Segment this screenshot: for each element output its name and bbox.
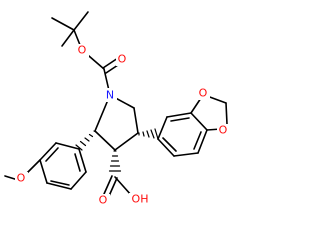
chemical-structure: N O O O O OH O O xyxy=(4,11,230,207)
dioxole-ring xyxy=(190,95,228,131)
atom-o-ester: O xyxy=(76,44,89,57)
atom-label-o-carbonyl: O xyxy=(118,53,127,66)
bond-c-o-double-a xyxy=(102,57,119,69)
atom-o-methoxy: O xyxy=(15,172,28,185)
stereo-hash-c2-aryl xyxy=(75,130,97,151)
pyrrolidine-ring xyxy=(94,94,139,151)
bond-tbu-methyl-3 xyxy=(61,29,75,47)
bond-tbu-methyl-2 xyxy=(73,11,89,31)
stereo-hash-c4-aryl xyxy=(138,128,159,140)
atom-label-o-dioxole-bottom: O xyxy=(219,124,228,137)
bond-c4-c3 xyxy=(114,132,139,151)
carboxylic-acid xyxy=(103,175,133,197)
bond-cooh-c-oh xyxy=(114,176,133,197)
atom-label-n1: N xyxy=(106,89,114,102)
stereo-hash-c3-cooh xyxy=(108,150,122,172)
atom-label-o-ester: O xyxy=(78,44,87,57)
atom-oh-acid: OH xyxy=(129,193,151,206)
bond-c5-c4 xyxy=(133,107,139,134)
benzodioxole-benzene-ring xyxy=(157,112,208,157)
atom-o-acid-carbonyl: O xyxy=(97,194,110,207)
atom-label-o-dioxole-top: O xyxy=(199,87,208,100)
atom-label-o-methoxy: O xyxy=(17,172,26,185)
atom-o-dioxole-bottom: O xyxy=(217,124,230,137)
atom-label-oh-acid: OH xyxy=(132,193,149,206)
bond-tbu-methyl-1 xyxy=(51,17,75,31)
bond-cooh-c-o-double-b xyxy=(108,177,118,197)
atom-label-o-acid-carbonyl: O xyxy=(99,194,108,207)
atom-o-carbonyl: O xyxy=(116,53,129,66)
atom-o-dioxole-top: O xyxy=(197,87,210,100)
bond-cooh-c-o-double-a xyxy=(103,175,113,195)
bond-c3-c2 xyxy=(94,130,116,151)
atom-n1: N xyxy=(103,88,117,102)
methoxyphenyl-ring xyxy=(39,142,87,190)
